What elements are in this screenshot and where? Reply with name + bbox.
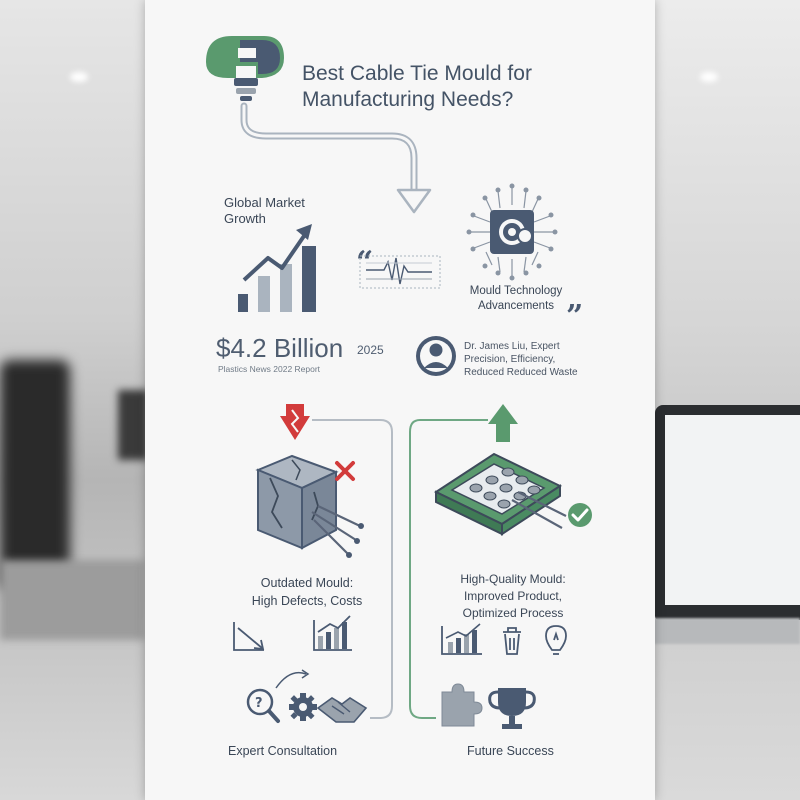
ceiling-light <box>70 72 88 82</box>
technology-label-line-2: Advancements <box>477 300 555 312</box>
title-line-1: Best Cable Tie Mould for <box>302 62 532 85</box>
trend-up-icon <box>313 615 352 651</box>
market-title-line-1: Global Market <box>224 195 305 210</box>
trophy-icon <box>488 688 536 729</box>
page-title: Best Cable Tie Mould for Manufacturing N… <box>302 61 532 113</box>
hq-label-line-1: High-Quality Mould: <box>460 572 566 586</box>
gear-icon <box>289 693 317 721</box>
market-title-line-2: Growth <box>224 211 266 226</box>
expert-quote: Dr. James Liu, Expert Precision, Efficie… <box>464 340 578 379</box>
chart-icon <box>441 623 482 655</box>
lightbulb-icon <box>545 625 567 655</box>
expert-quote-line-3: Reduced Reduced Waste <box>464 367 578 378</box>
magnifier-icon: ? <box>246 688 280 723</box>
chip-gear-icon <box>466 183 558 281</box>
expert-quote-line-1: Dr. James Liu, Expert <box>464 341 560 352</box>
puzzle-icon <box>441 683 483 727</box>
x-mark-icon <box>335 461 355 481</box>
user-avatar-icon <box>416 336 456 376</box>
down-red-arrow-icon <box>280 404 310 440</box>
flow-arrow <box>240 102 418 198</box>
svg-text:?: ? <box>255 696 263 711</box>
future-success-label: Future Success <box>467 744 554 758</box>
technology-label-line-1: Mould Technology <box>469 285 563 297</box>
bulb-icon <box>206 36 284 101</box>
quote-close-icon: ” <box>566 299 583 334</box>
laptop-base <box>640 618 800 644</box>
cracked-mould-icon <box>255 454 364 558</box>
hq-label-line-3: Optimized Process <box>462 606 564 620</box>
market-growth-title: Global Market Growth <box>224 195 305 227</box>
laptop-screen <box>665 415 800 605</box>
outdated-label-line-1: Outdated Mould: <box>260 576 354 590</box>
curved-arrow-icon <box>275 671 307 689</box>
flow-arrow-inner <box>242 104 416 196</box>
high-quality-mould-label: High-Quality Mould: Improved Product, Op… <box>438 571 588 622</box>
outdated-label-line-2: High Defects, Costs <box>251 594 363 608</box>
background-desk <box>0 560 145 640</box>
market-value: $4.2 Billion <box>216 333 344 363</box>
office-chair <box>0 360 70 590</box>
expert-consultation-label: Expert Consultation <box>228 744 338 758</box>
precision-mould-icon <box>433 452 567 536</box>
market-source: Plastics News 2022 Report <box>218 364 321 374</box>
quote-icon: “ <box>356 245 441 289</box>
trash-icon <box>503 627 521 655</box>
background-right <box>655 0 800 800</box>
hq-label-line-2: Improved Product, <box>463 589 563 603</box>
right-connector <box>409 419 488 719</box>
background-monitor <box>118 390 148 460</box>
title-line-2: Manufacturing Needs? <box>302 88 514 111</box>
expert-quote-line-2: Precision, Efficiency, <box>464 354 556 365</box>
growth-chart-icon <box>238 224 316 312</box>
market-year: 2025 <box>357 343 384 357</box>
technology-label: Mould Technology Advancements <box>458 284 574 314</box>
up-arrow-icon <box>488 404 518 442</box>
left-connector <box>312 419 393 719</box>
trend-down-icon <box>233 622 265 651</box>
handshake-icon <box>316 697 368 723</box>
down-arrow-icon <box>396 188 432 214</box>
check-icon <box>568 503 592 527</box>
outdated-mould-label: Outdated Mould: High Defects, Costs <box>234 574 380 610</box>
ceiling-light <box>700 72 718 82</box>
